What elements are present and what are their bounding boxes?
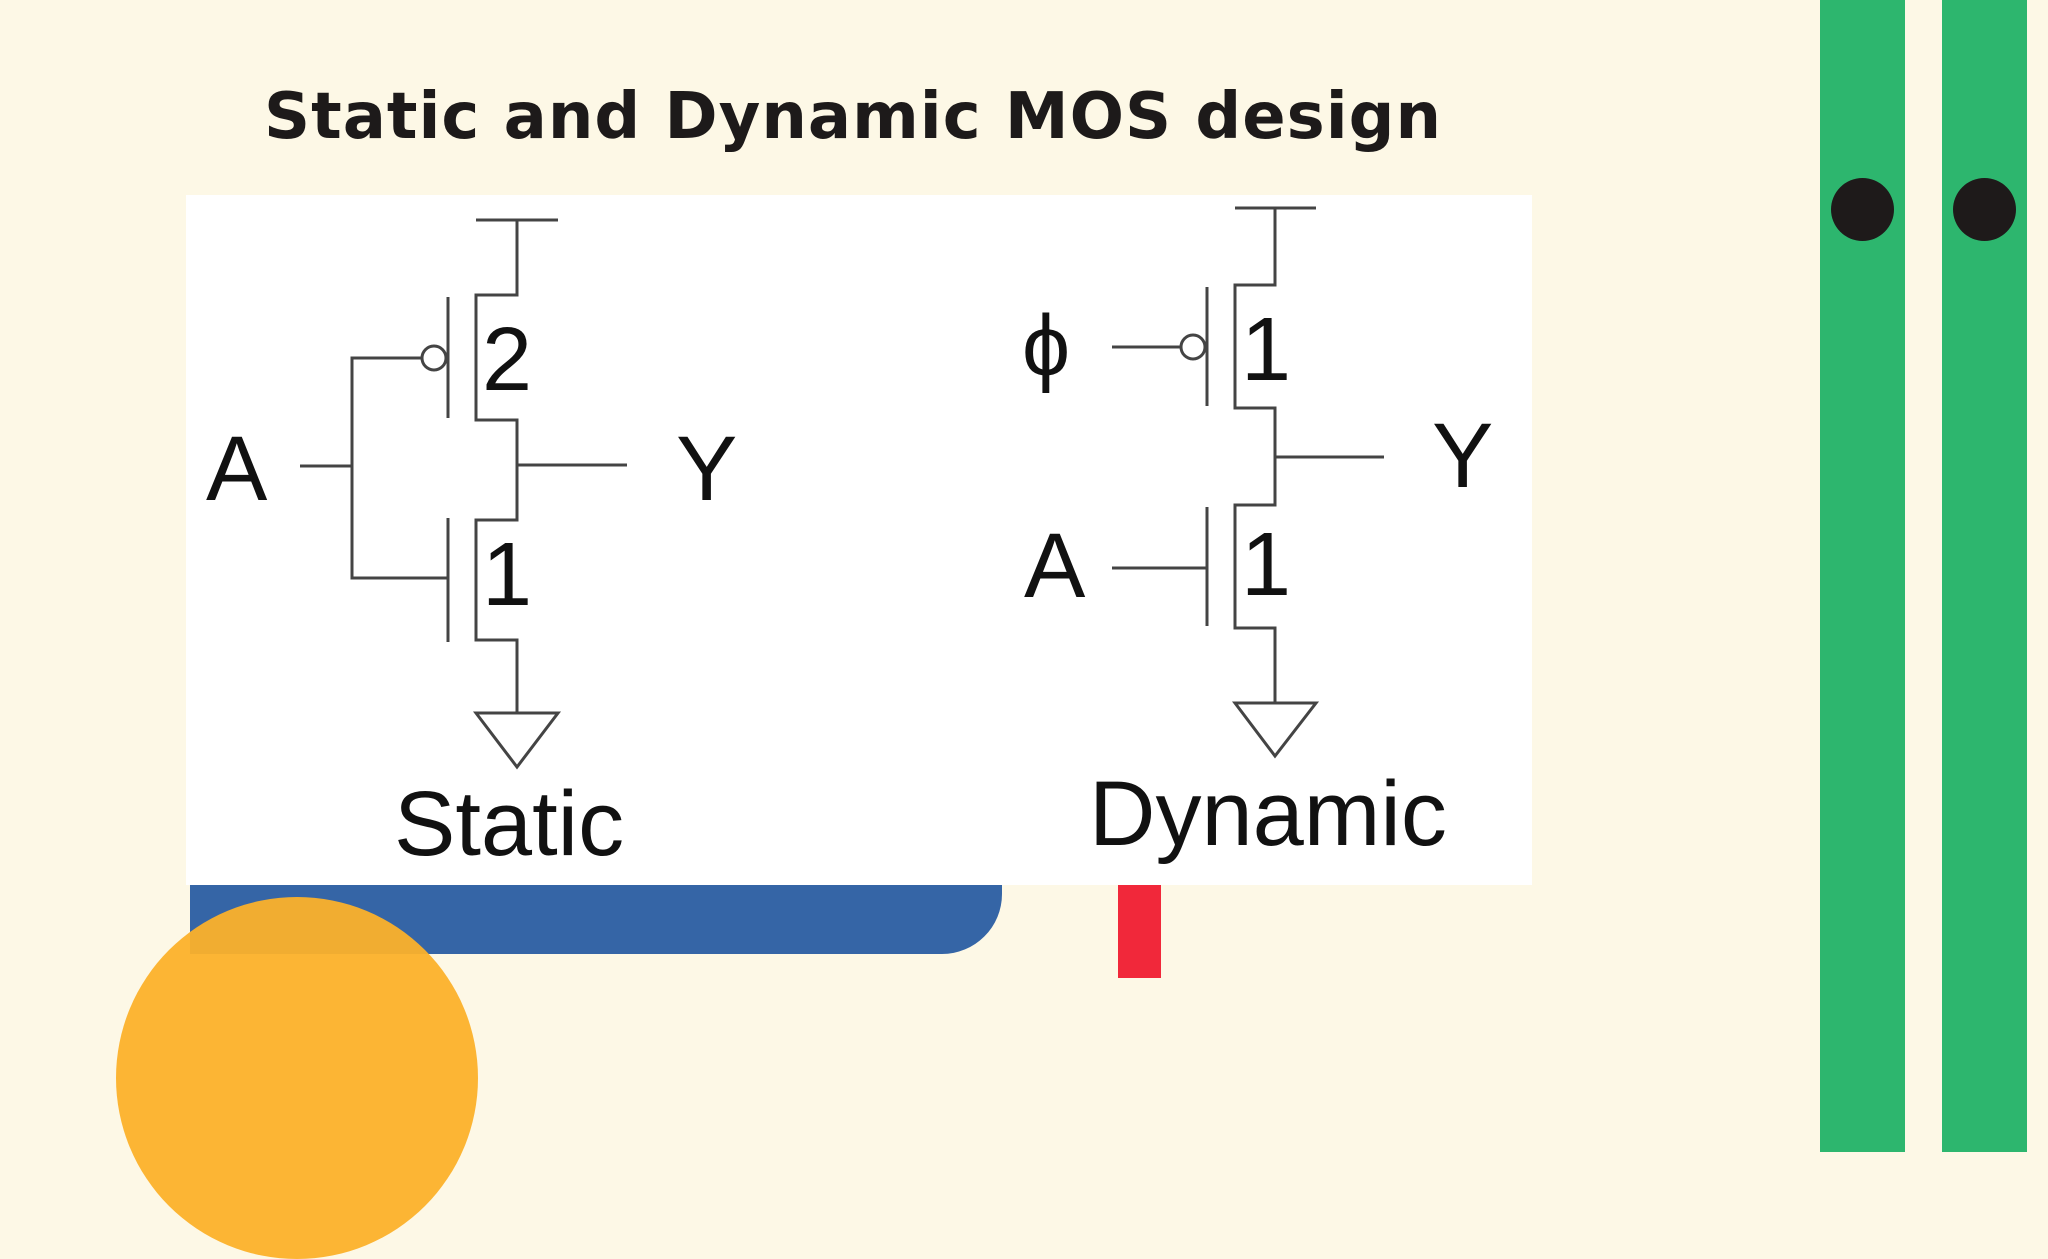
dynamic-pmos-size: 1 bbox=[1241, 300, 1291, 400]
circuit-diagram-image: 2 1 A Y Static 1 1 ϕ A Y Dynamic bbox=[186, 195, 1532, 885]
static-output-label: Y bbox=[676, 418, 737, 520]
static-gate-wiring bbox=[300, 356, 448, 580]
orange-decorative-circle bbox=[116, 897, 478, 1259]
circuit-diagram-svg: 2 1 A Y Static 1 1 ϕ A Y Dynamic bbox=[206, 206, 1493, 875]
static-caption: Static bbox=[394, 773, 624, 875]
dynamic-input-label: A bbox=[1024, 515, 1086, 617]
dynamic-pmos-transistor bbox=[1205, 208, 1277, 457]
red-decorative-bar bbox=[1118, 880, 1161, 978]
dynamic-output-label: Y bbox=[1432, 405, 1493, 507]
dynamic-ground-symbol bbox=[1231, 701, 1320, 759]
dynamic-caption: Dynamic bbox=[1089, 763, 1447, 865]
black-dot-right bbox=[1953, 178, 2016, 241]
green-decorative-stripe-right bbox=[1942, 0, 2027, 1152]
static-input-label: A bbox=[206, 418, 268, 520]
dynamic-inverter-circuit bbox=[1112, 206, 1384, 759]
static-pmos-size: 2 bbox=[482, 310, 532, 410]
static-inverter-circuit bbox=[300, 218, 627, 770]
black-dot-left bbox=[1831, 178, 1894, 241]
static-ground-symbol bbox=[472, 711, 562, 770]
dynamic-pmos-gate-bubble bbox=[1179, 333, 1207, 361]
static-nmos-size: 1 bbox=[482, 525, 532, 625]
dynamic-nmos-size: 1 bbox=[1241, 515, 1291, 615]
static-nmos-transistor bbox=[446, 465, 519, 713]
green-decorative-stripe-left bbox=[1820, 0, 1905, 1152]
slide-title: Static and Dynamic MOS design bbox=[264, 80, 1442, 154]
static-pmos-gate-bubble bbox=[420, 344, 448, 372]
static-pmos-transistor bbox=[446, 220, 519, 465]
dynamic-clock-label: ϕ bbox=[1022, 298, 1070, 394]
